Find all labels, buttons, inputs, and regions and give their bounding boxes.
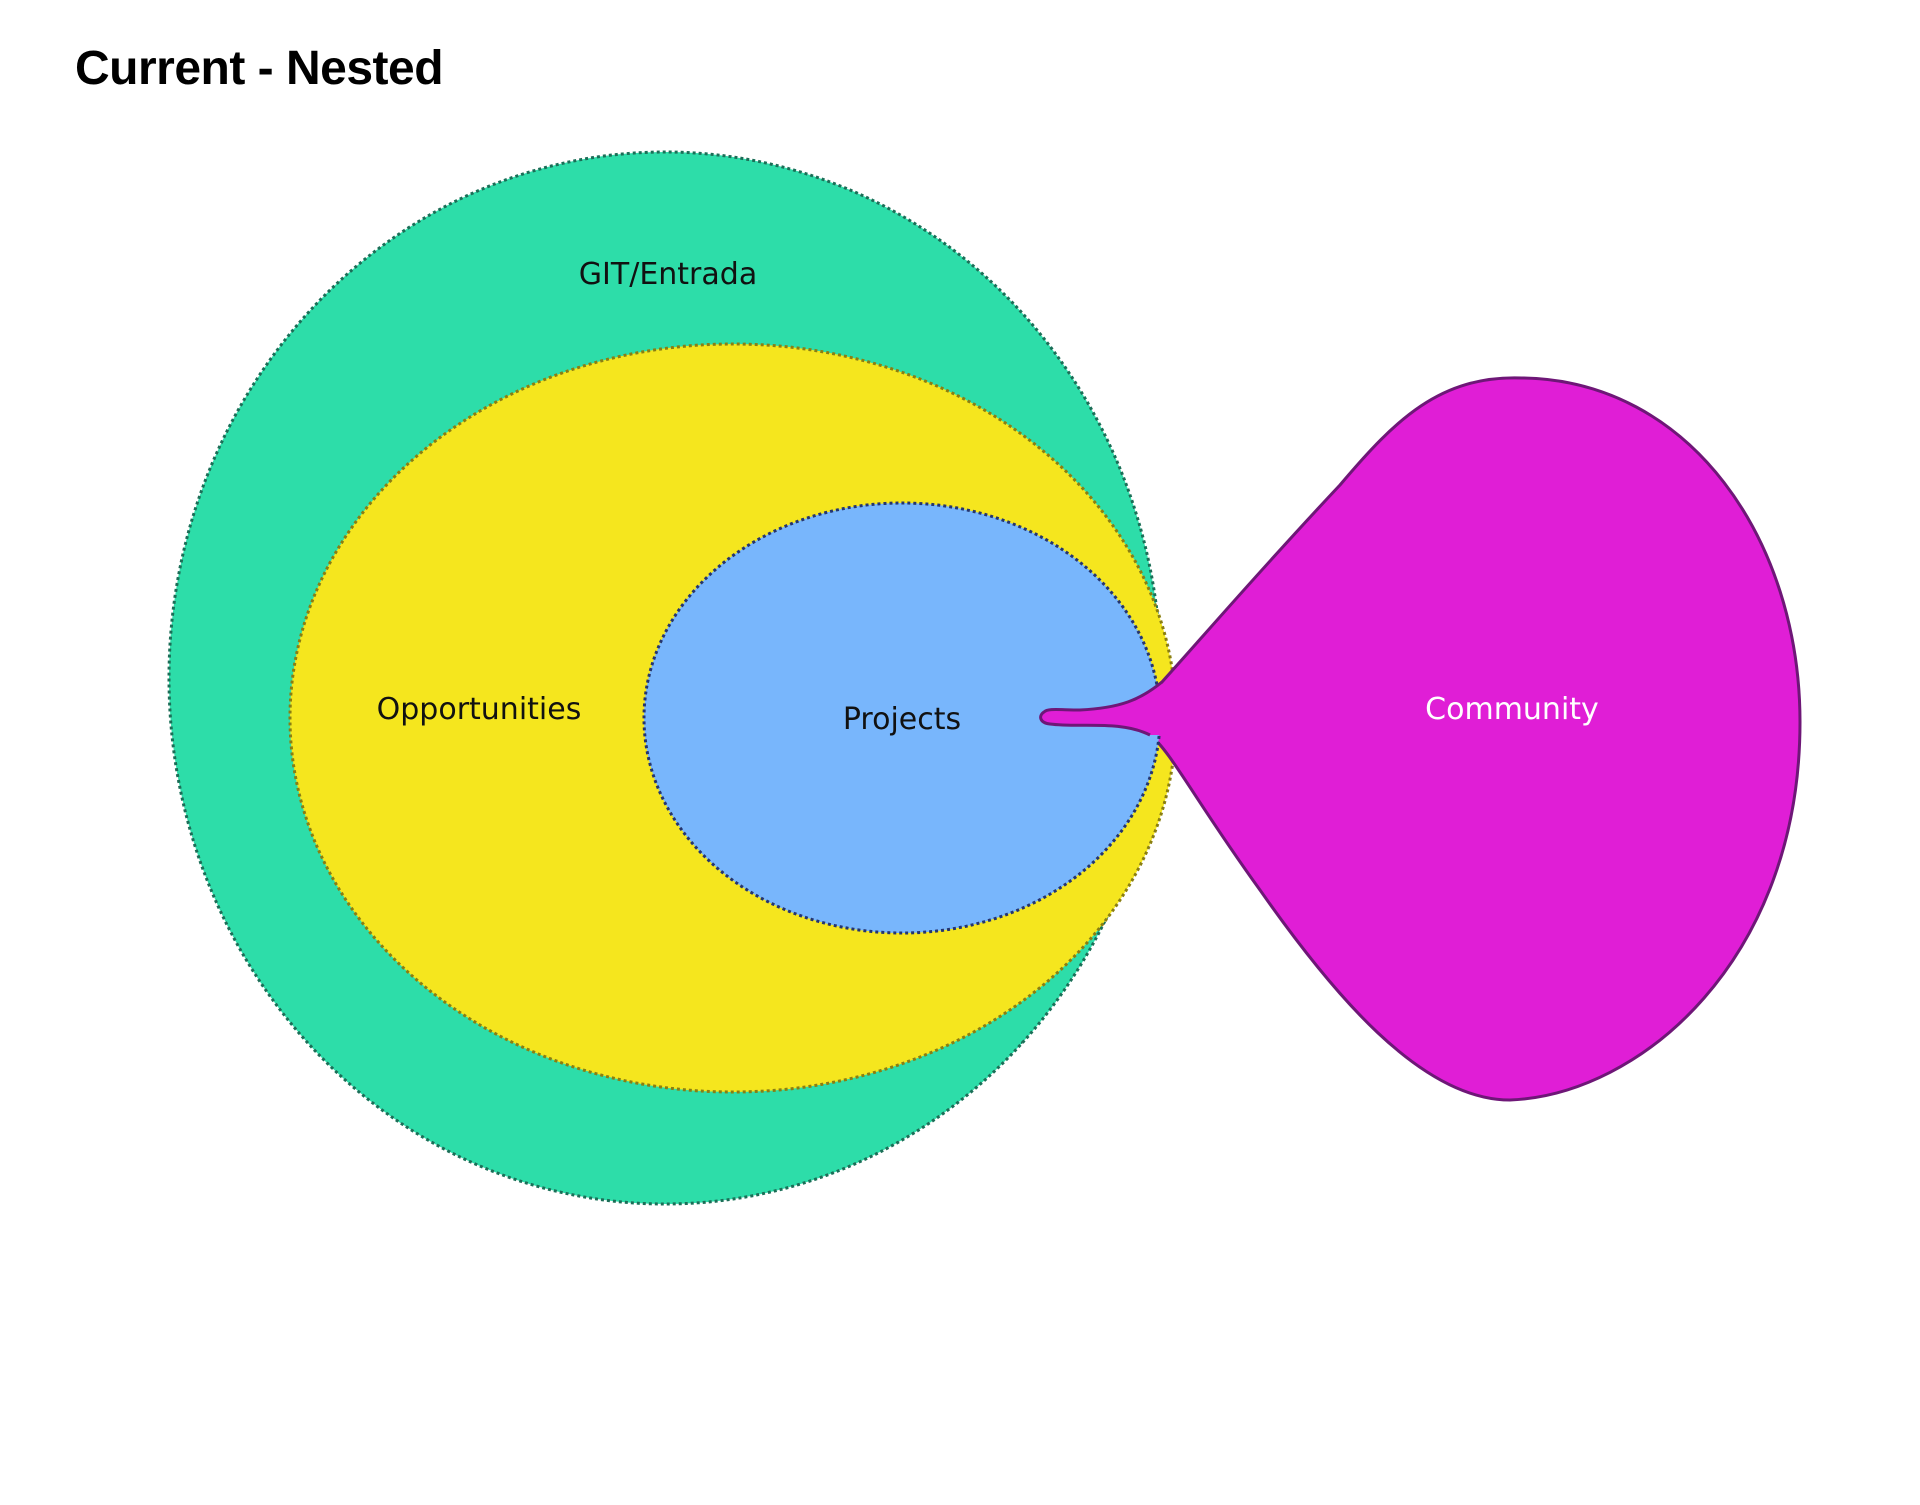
page-title: Current - Nested (75, 42, 444, 95)
opportunities-label: Opportunities (377, 692, 582, 727)
git-entrada-label: GIT/Entrada (579, 257, 757, 292)
projects-label: Projects (843, 702, 961, 737)
community-tail-outline (1039, 680, 1163, 737)
community-label: Community (1425, 692, 1599, 727)
community-region[interactable] (1039, 376, 1802, 1102)
